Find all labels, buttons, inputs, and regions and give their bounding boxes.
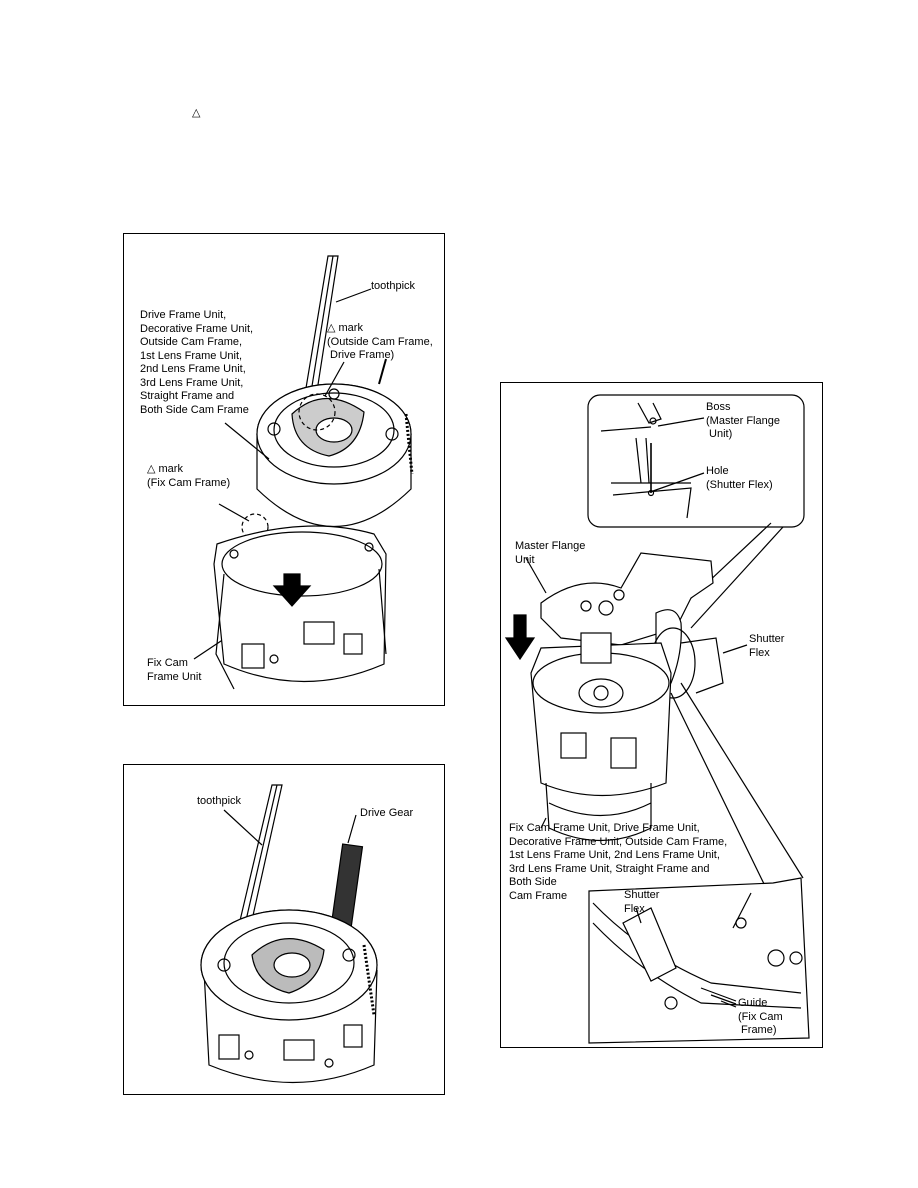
- triangle-mark-symbol: △: [192, 107, 201, 119]
- figure-2-illustration: [200, 784, 378, 1084]
- fig1-unit-list-label: Drive Frame Unit, Decorative Frame Unit,…: [140, 309, 254, 416]
- figure-2-panel: toothpick Drive Gear: [123, 764, 445, 1095]
- figure-1-panel: toothpick Drive Frame Unit, Decorative F…: [123, 233, 445, 706]
- fig3-shutter-flex-detail-label: Shutter Flex: [624, 889, 660, 915]
- fig2-drive-gear-label: Drive Gear: [360, 807, 414, 819]
- fig2-toothpick-label: toothpick: [197, 795, 242, 807]
- fig1-mark-outside-cam-label: △ mark (Outside Cam Frame, Drive Frame): [327, 322, 433, 361]
- figure-1-illustration: [193, 255, 414, 690]
- figure-3-illustration: [504, 394, 810, 1044]
- fig3-assembly-list-label: Fix Cam Frame Unit, Drive Frame Unit, De…: [509, 822, 728, 902]
- fig1-toothpick-label: toothpick: [371, 280, 416, 292]
- figure-3-panel: Boss (Master Flange Unit) Hole (Shutter …: [500, 382, 823, 1048]
- fig3-shutter-flex-label: Shutter Flex: [749, 633, 785, 659]
- fig3-hole-label: Hole (Shutter Flex): [706, 465, 773, 491]
- fig1-mark-fix-cam-label: △ mark (Fix Cam Frame): [147, 463, 231, 489]
- fig3-guide-label: Guide (Fix Cam Frame): [738, 997, 783, 1036]
- fig1-fix-cam-frame-unit-label: Fix Cam Frame Unit: [147, 657, 202, 683]
- fig3-master-flange-label: Master Flange Unit: [515, 540, 586, 566]
- fig3-boss-label: Boss (Master Flange Unit): [706, 401, 780, 440]
